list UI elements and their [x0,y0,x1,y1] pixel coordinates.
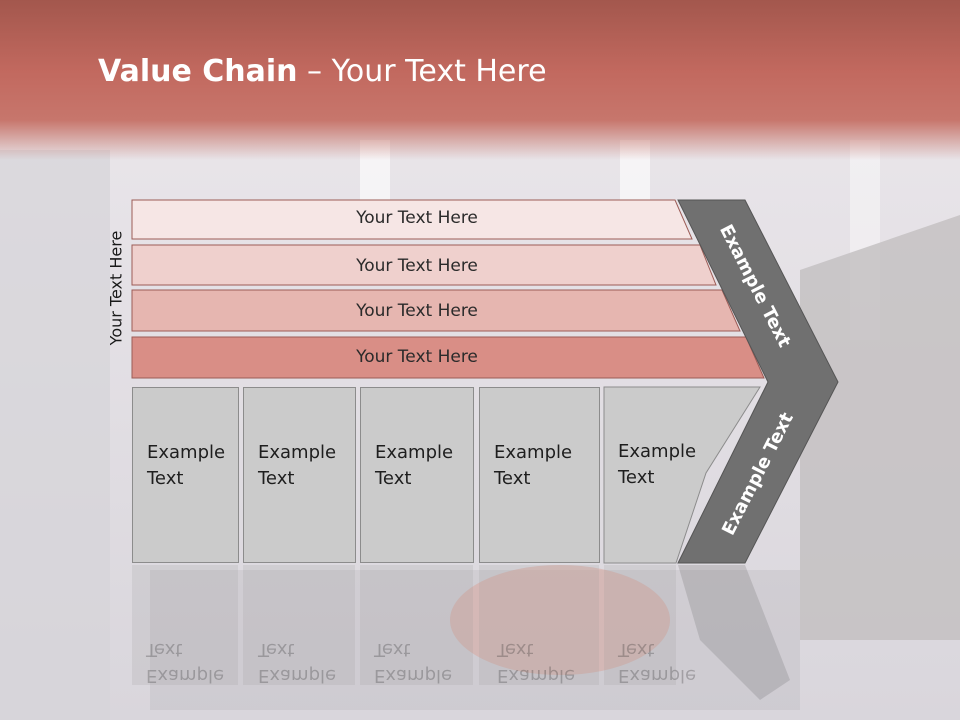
activity-box-1: Example Text [132,387,239,563]
bar-shape-2 [131,244,717,286]
reflection-text: Example Text [497,639,576,686]
activity-box-5: Example Text [604,387,704,563]
bar-shape-3 [131,289,741,332]
title-rest: – Your Text Here [297,54,547,89]
bar-3-label: Your Text Here [132,290,702,331]
box-text: Example Text [258,442,337,489]
reflection-text: Example Text [258,639,337,686]
bar-text: Your Text Here [356,208,478,228]
reflection-text: Example Text [374,639,453,686]
bar-text: Your Text Here [356,301,478,321]
title-bold: Value Chain [98,54,298,89]
bar-shape-1 [131,199,693,240]
title-bar [0,0,960,160]
bar-text: Your Text Here [356,347,478,367]
activity-box-3: Example Text [360,387,474,563]
activity-box-4: Example Text [479,387,600,563]
bar-4-label: Your Text Here [132,337,702,378]
slide-title: Value Chain – Your Text Here [98,54,547,89]
box-text: Example Text [147,442,226,489]
chevron-shape [677,199,839,564]
box-text: Example Text [494,442,573,489]
box-text: Example Text [618,441,697,488]
reflection-text: Example Text [146,639,225,686]
bar-text: Your Text Here [356,256,478,276]
box-shape-5 [603,386,761,564]
bar-shape-4 [131,336,765,379]
bar-2-label: Your Text Here [132,245,702,285]
reflection-text: Example Text [618,639,697,686]
bar-1-label: Your Text Here [132,200,702,239]
box-text: Example Text [375,442,454,489]
activity-box-2: Example Text [243,387,356,563]
